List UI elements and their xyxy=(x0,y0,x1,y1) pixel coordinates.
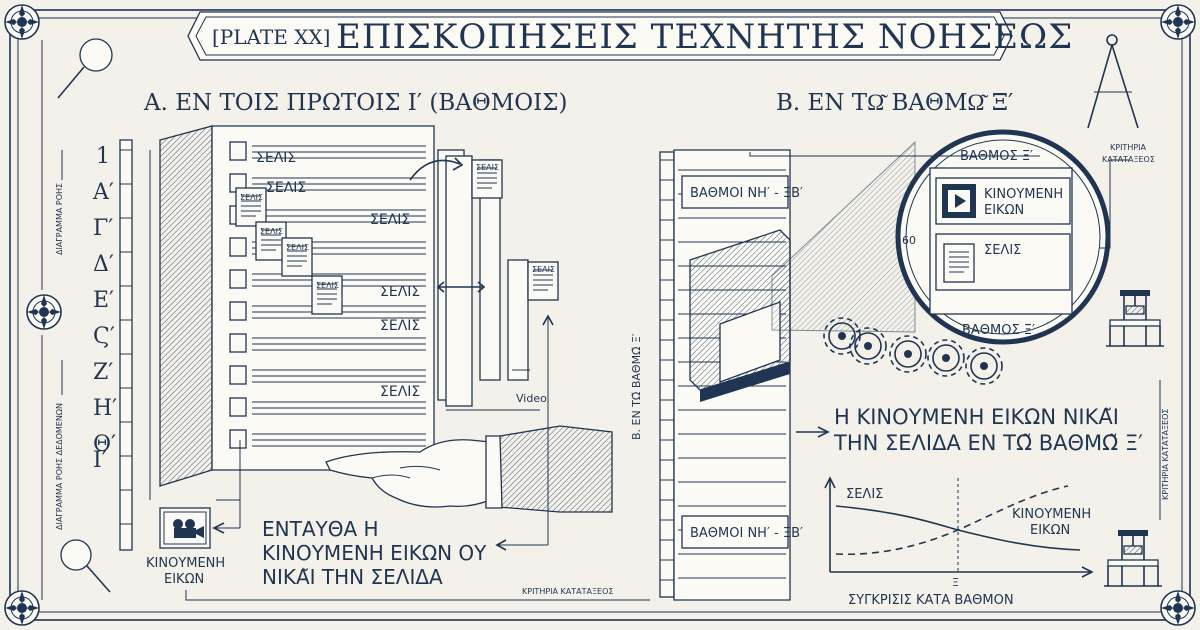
criteria-label: ΚΑΤΑΤΑΞΕΟΣ xyxy=(1102,155,1155,164)
rank-ladder xyxy=(119,139,133,551)
panel-b-heading: Β. ΕΝ ΤΩ͂ ΒΑΘΜΩ͂ Ξ′ xyxy=(776,90,1013,116)
movie-label: ΕΙΚΩΝ xyxy=(164,572,204,587)
zoom-number: 60 xyxy=(902,234,916,247)
document-icon: ΣΕΛΙΣ xyxy=(235,187,267,227)
caption-line: ΕΝΤΑΥΘΑ Η xyxy=(262,517,379,541)
rank-label: Η′ xyxy=(93,396,117,421)
page-documents: ΣΕΛΙΣ ΣΕΛΙΣ ΣΕΛΙΣ ΣΕΛΙΣ xyxy=(235,187,343,315)
pointing-hand-icon xyxy=(325,425,613,513)
video-label: Video xyxy=(516,392,547,405)
rosette-icon xyxy=(1160,590,1196,626)
movie-label: ΚΙΝΟΥΜΕΝΗ xyxy=(146,556,225,571)
magnifier-icon xyxy=(60,539,111,593)
rosette-icon xyxy=(4,4,40,40)
criteria-vertical-label: ΚΡΙΤΗΡΙΑ ΚΑΤΑΤΑΞΕΟΣ xyxy=(1161,409,1170,500)
film-camera-icon xyxy=(159,507,211,549)
page-label: ΣΕΛΙΣ xyxy=(370,212,410,228)
rank-label: Ζ′ xyxy=(93,360,113,385)
series-label-movie-2: ΕΙΚΩΝ xyxy=(1030,523,1070,538)
rank-label: Ϛ′ xyxy=(93,324,115,349)
row-doc-icon xyxy=(229,397,247,417)
magnification-beam xyxy=(771,140,916,333)
page-label: ΣΕΛΙΣ xyxy=(256,150,296,166)
comparison-chart: Ξ ΣΥΓΚΡΙΣΙΣ ΚΑΤΑ ΒΑΘΜΟΝ ΣΕΛΙΣ ΚΙΝΟΥΜΕΝΗ … xyxy=(824,476,1094,608)
rosette-icon xyxy=(4,590,40,626)
rosette-icon xyxy=(1160,4,1196,40)
rank-label: Ε′ xyxy=(93,288,114,313)
page-stack: ΣΕΛΙΣ ΣΕΛΙΣ xyxy=(437,149,559,407)
series-line-movie xyxy=(835,485,1069,556)
page-label: ΣΕΛΙΣ xyxy=(380,284,420,300)
page-label: ΣΕΛΙΣ xyxy=(380,384,420,400)
document-icon: ΣΕΛΙΣ xyxy=(311,275,343,315)
document-label: ΣΕΛΙΣ xyxy=(260,227,283,236)
rank-label: Θ′ xyxy=(93,432,116,457)
title-cartouche: [PLATE XX] ΕΠΙΣΚΟΠΗΣΕΙΣ ΤΕΧΝΗΤΗΣ ΝΟΗΣΕΩΣ xyxy=(187,11,1073,61)
document-label: ΣΕΛΙΣ xyxy=(240,193,263,202)
page-label: ΣΕΛΙΣ xyxy=(266,180,306,196)
chart-x-label: ΣΥΓΚΡΙΣΙΣ ΚΑΤΑ ΒΑΘΜΟΝ xyxy=(848,593,1014,608)
zoom-movie-label: ΚΙΝΟΥΜΕΝΗ xyxy=(984,187,1063,202)
row-doc-icon xyxy=(229,269,247,289)
row-doc-icon xyxy=(229,301,247,321)
panel-b-vertical-label: Β. ΕΝ ΤΩ͂ ΒΑΘΜΩ͂ Ξ′ xyxy=(630,333,643,440)
document-label: ΣΕΛΙΣ xyxy=(476,163,499,172)
highlighted-rank-drawer xyxy=(689,229,791,402)
document-icon: ΣΕΛΙΣ xyxy=(255,221,287,261)
row-doc-icon xyxy=(229,365,247,385)
criteria-label: ΚΡΙΤΗΡΙΑ xyxy=(1110,143,1147,152)
row-doc-icon xyxy=(229,333,247,353)
magnifier-icon xyxy=(57,38,113,99)
zoom-movie-label: ΕΙΚΩΝ xyxy=(984,203,1024,218)
panel-a-caption: ΕΝΤΑΥΘΑ Η ΚΙΝΟΥΜΕΝΗ ΕΙΚΩΝ ΟΥ ΝΙΚΑ̃Ι ΤΗΝ … xyxy=(262,517,487,589)
rank-label: Δ′ xyxy=(93,252,114,277)
compass-icon xyxy=(1087,34,1139,129)
film-icon xyxy=(942,184,976,218)
panel-b-conclusion: Η ΚΙΝΟΥΜΕΝΗ ΕΙΚΩΝ ΝΙΚΑ̃Ι ΤΗΝ ΣΕΛΙΔΑ ΕΝ Τ… xyxy=(833,405,1143,455)
plate-label: [PLATE XX] xyxy=(212,25,330,49)
document-label: ΣΕΛΙΣ xyxy=(316,281,339,290)
document-icon xyxy=(943,243,975,283)
series-label-movie: ΚΙΝΟΥΜΕΝΗ xyxy=(1012,507,1091,522)
row-doc-icon xyxy=(229,429,247,449)
zoom-page-label: ΣΕΛΙΣ xyxy=(984,243,1021,258)
document-label: ΣΕΛΙΣ xyxy=(286,243,309,252)
footer-label: ΚΡΙΤΗΡΙΑ ΚΑΤΑΤΑΞΕΟΣ xyxy=(522,587,613,596)
rank-label: Γ′ xyxy=(93,216,113,241)
rank-label: Α′ xyxy=(92,180,114,205)
zoom-bottom-label: ΒΑΘΜΟΣ Ξ′ xyxy=(962,323,1035,338)
document-label: ΣΕΛΙΣ xyxy=(532,265,555,274)
series-label-page: ΣΕΛΙΣ xyxy=(846,487,883,502)
row-doc-icon xyxy=(229,141,247,161)
row-doc-icon xyxy=(229,237,247,257)
document-icon: ΣΕΛΙΣ xyxy=(281,237,313,277)
ranks-label-top: ΒΑΘΜΟΙ ΝΗ′ - ΞΒ′ xyxy=(690,186,803,201)
conclusion-line: Η ΚΙΝΟΥΜΕΝΗ ΕΙΚΩΝ ΝΙΚΑ̃Ι xyxy=(834,405,1119,429)
side-label-top: ΔΙΑΓΡΑΜΜΑ ΡΟΗΣ xyxy=(55,183,64,255)
document-icon: ΣΕΛΙΣ xyxy=(471,159,503,199)
outer-border xyxy=(9,9,1191,621)
page-label: ΣΕΛΙΣ xyxy=(380,318,420,334)
ranks-label-bottom: ΒΑΘΜΟΙ ΝΗ′ - ΞΒ′ xyxy=(690,526,803,541)
chart-marker-label: Ξ xyxy=(952,576,959,589)
panel-a-heading: Α. ΕΝ ΤΟΙΣ ΠΡΩΤΟΙΣ Ι′ (ΒΑΘΜΟΙΣ) xyxy=(143,90,567,116)
rank-label: 1 xyxy=(96,144,110,169)
caption-line: ΝΙΚΑ̃Ι ΤΗΝ ΣΕΛΙΔΑ xyxy=(262,565,443,589)
document-icon: ΣΕΛΙΣ xyxy=(527,261,559,301)
conclusion-line: ΤΗΝ ΣΕΛΙΔΑ ΕΝ ΤΩ͂ ΒΑΘΜΩ͂ Ξ′ xyxy=(833,431,1143,455)
rank-label: Ι′ xyxy=(93,448,107,473)
rank-labels: 1 Α′ Γ′ Δ′ Ε′ Ϛ′ Ζ′ Η′ Θ′ Ι′ xyxy=(92,144,117,473)
side-label-bottom: ΔΙΑΓΡΑΜΜΑ ΡΟΗΣ ΔΕΔΟΜΕΝΩΝ xyxy=(55,403,64,530)
page-title: ΕΠΙΣΚΟΠΗΣΕΙΣ ΤΕΧΝΗΤΗΣ ΝΟΗΣΕΩΣ xyxy=(336,17,1073,57)
caption-line: ΚΙΝΟΥΜΕΝΗ ΕΙΚΩΝ ΟΥ xyxy=(262,541,487,565)
rosette-icon xyxy=(26,294,62,330)
